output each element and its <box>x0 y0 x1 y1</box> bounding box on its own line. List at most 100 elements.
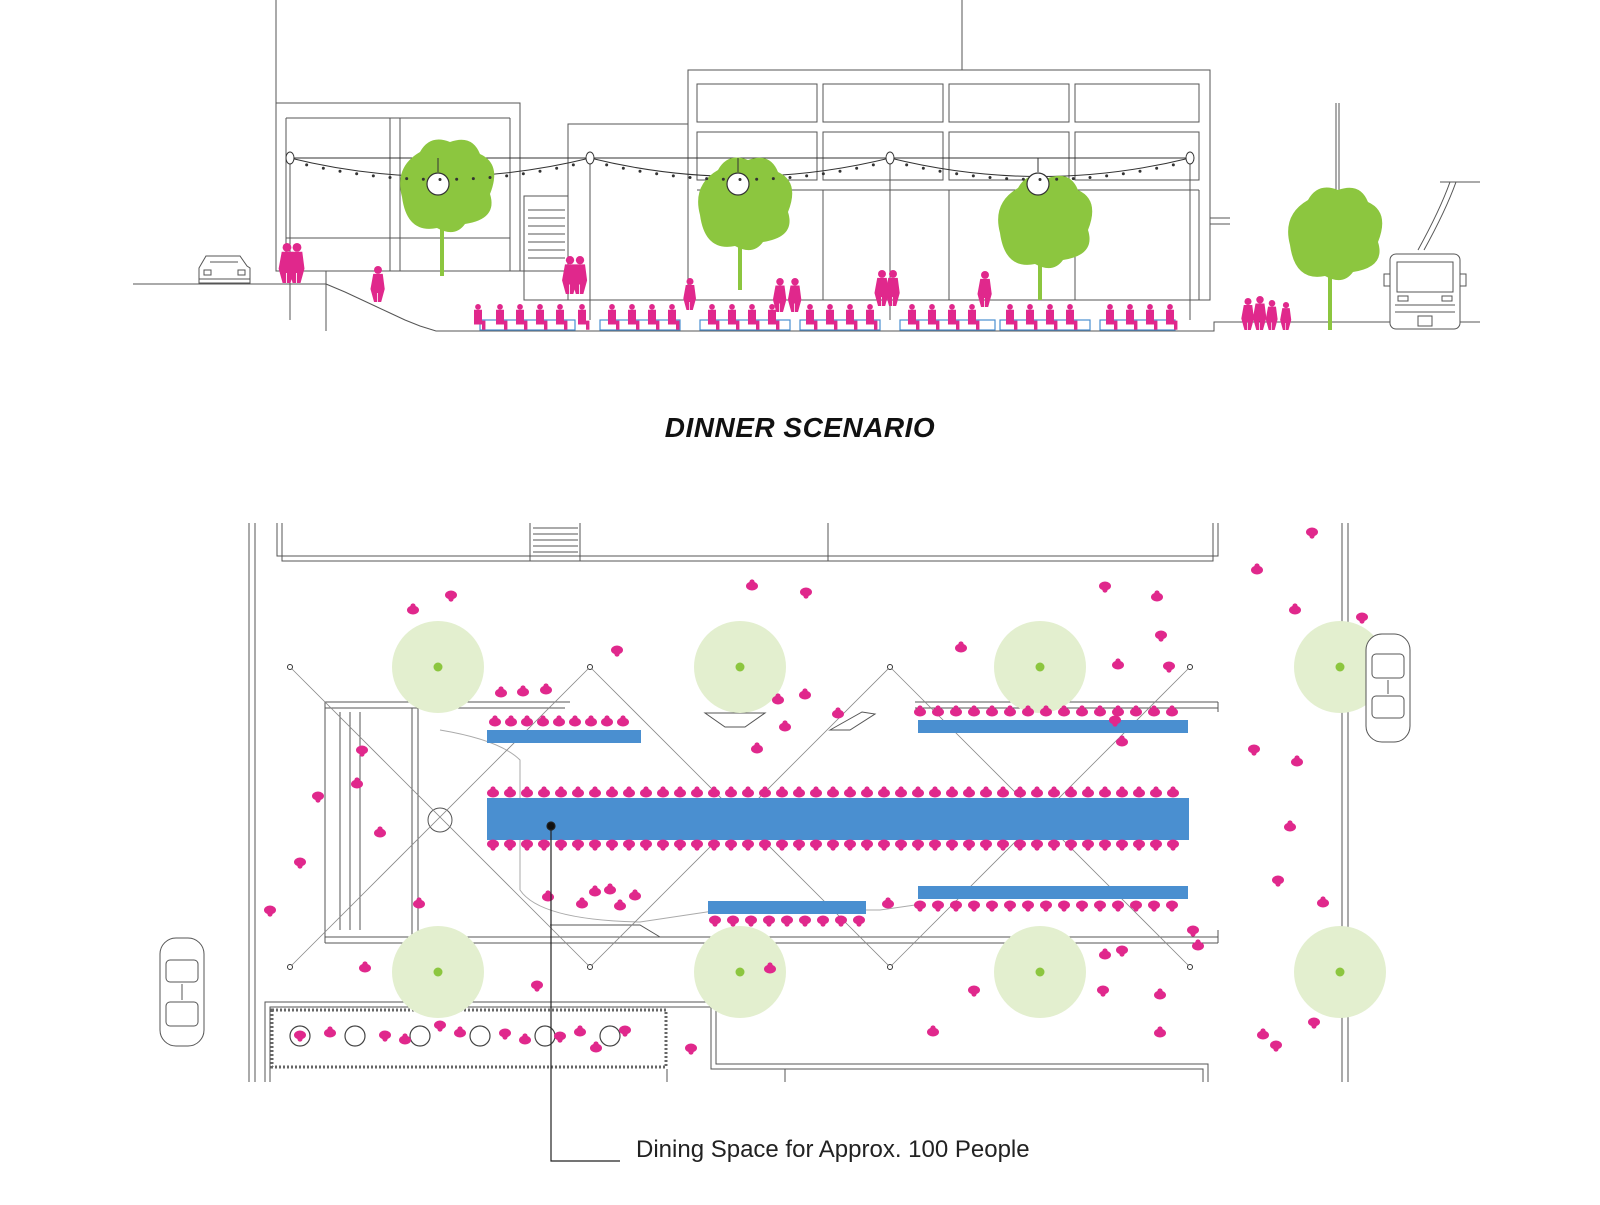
person-icon <box>572 786 584 798</box>
person-icon <box>1040 705 1052 717</box>
bulb-mark <box>638 169 642 173</box>
person-icon <box>810 786 822 798</box>
person-icon <box>555 786 567 798</box>
person-icon <box>997 786 1009 798</box>
person-icon <box>827 839 839 851</box>
section-table <box>599 319 681 331</box>
person-icon <box>1187 925 1199 937</box>
building-right <box>567 0 1230 301</box>
person-icon <box>1265 300 1278 330</box>
person-icon <box>968 985 980 997</box>
person-icon <box>946 839 958 851</box>
trolley-wire <box>1335 103 1480 251</box>
person-icon <box>647 304 660 330</box>
person-icon <box>683 278 696 310</box>
person-icon <box>1280 302 1292 330</box>
person-icon <box>817 915 829 927</box>
person-icon <box>895 839 907 851</box>
round-table <box>534 1025 556 1047</box>
person-icon <box>585 715 597 727</box>
person-icon <box>601 715 613 727</box>
person-icon <box>810 839 822 851</box>
person-icon <box>767 304 780 330</box>
person-icon <box>1150 786 1162 798</box>
person-icon <box>445 590 457 602</box>
bulb-mark <box>605 163 609 167</box>
bulb-mark <box>471 177 475 181</box>
person-icon <box>1308 1017 1320 1029</box>
person-icon <box>727 915 739 927</box>
person-icon <box>538 786 550 798</box>
bulb-mark <box>838 169 842 173</box>
person-icon <box>674 786 686 798</box>
person-icon <box>519 1033 531 1045</box>
section-table <box>899 319 996 331</box>
person-icon <box>947 304 960 330</box>
bulb-mark <box>755 177 759 181</box>
person-icon <box>759 839 771 851</box>
person-icon <box>912 786 924 798</box>
person-icon <box>572 256 588 294</box>
dining-table <box>487 730 641 743</box>
person-icon <box>1133 839 1145 851</box>
person-icon <box>1272 875 1284 887</box>
bulb-mark <box>405 177 409 181</box>
tree-icon <box>1294 926 1386 1018</box>
diagram-title: DINNER SCENARIO <box>664 412 936 443</box>
person-icon <box>691 839 703 851</box>
person-icon <box>1133 786 1145 798</box>
pendant-light-icon <box>426 158 450 196</box>
section-table <box>799 319 881 331</box>
plan-building-bottom <box>264 1001 1209 1082</box>
person-icon <box>1094 900 1106 912</box>
person-icon <box>1166 705 1178 717</box>
callout-leader <box>546 821 620 1162</box>
person-icon <box>927 1025 939 1037</box>
person-icon <box>1058 900 1070 912</box>
section-table <box>479 319 576 331</box>
bulb-mark <box>938 169 942 173</box>
person-icon <box>1099 581 1111 593</box>
person-icon <box>288 243 305 283</box>
person-icon <box>1151 590 1163 602</box>
person-icon <box>657 786 669 798</box>
person-icon <box>606 839 618 851</box>
person-icon <box>515 304 528 330</box>
person-icon <box>772 278 787 312</box>
person-icon <box>1284 820 1296 832</box>
person-icon <box>742 839 754 851</box>
dining-table <box>487 798 1189 840</box>
bulb-mark <box>655 172 659 176</box>
person-icon <box>521 839 533 851</box>
person-icon <box>1025 304 1038 330</box>
person-icon <box>1076 705 1088 717</box>
bulb-mark <box>438 178 442 181</box>
person-icon <box>611 645 623 657</box>
person-icon <box>674 839 686 851</box>
person-icon <box>577 304 590 330</box>
person-icon <box>434 1020 446 1032</box>
person-icon <box>1306 527 1318 539</box>
person-icon <box>454 1026 466 1038</box>
bulb-mark <box>1005 177 1009 181</box>
person-icon <box>963 839 975 851</box>
person-icon <box>1155 630 1167 642</box>
person-icon <box>800 587 812 599</box>
person-icon <box>932 900 944 912</box>
person-icon <box>1014 839 1026 851</box>
person-icon <box>845 304 858 330</box>
bus-icon <box>1383 253 1467 330</box>
section-table <box>999 319 1091 331</box>
person-icon <box>827 786 839 798</box>
person-icon <box>963 786 975 798</box>
person-icon <box>787 278 802 312</box>
person-icon <box>640 839 652 851</box>
person-icon <box>882 897 894 909</box>
bulb-mark <box>1021 177 1025 181</box>
bulb-mark <box>738 178 742 181</box>
bulb-mark <box>1038 178 1042 181</box>
person-icon <box>865 304 878 330</box>
person-icon <box>968 705 980 717</box>
person-icon <box>1166 900 1178 912</box>
